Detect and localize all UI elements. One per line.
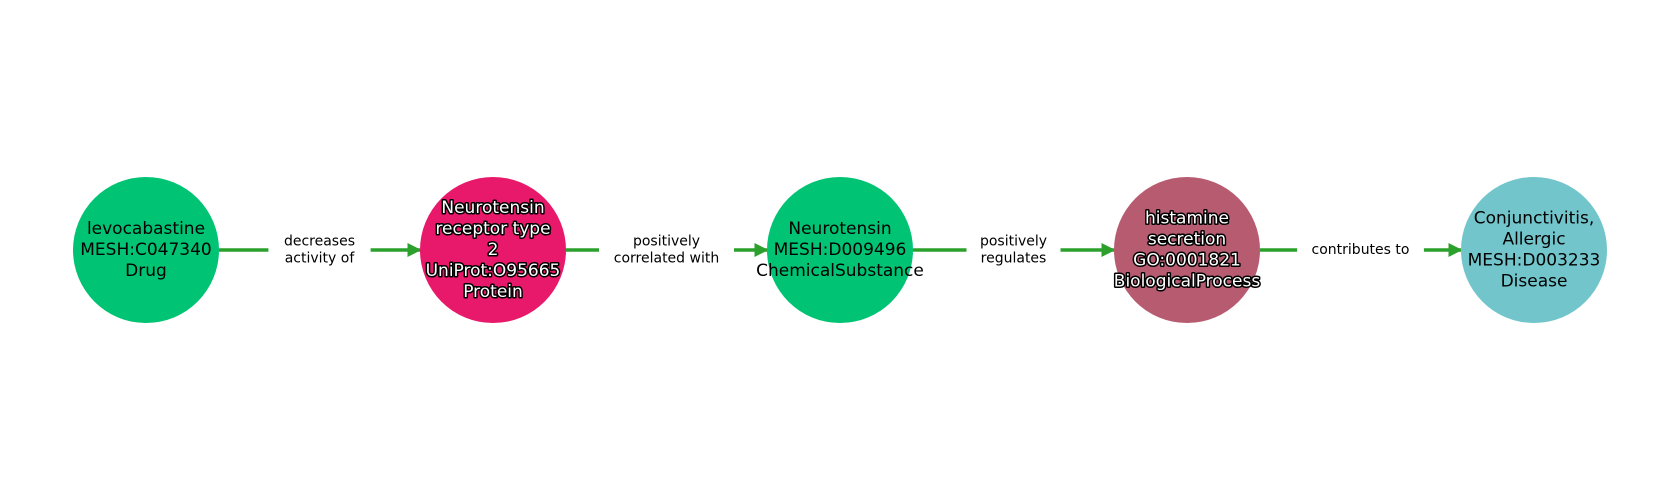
node-label: Disease	[1501, 272, 1568, 292]
node-circle[interactable]	[767, 177, 913, 323]
edge-label: activity of	[285, 251, 356, 267]
node-circle[interactable]	[73, 177, 219, 323]
node-label: Drug	[125, 261, 167, 281]
node-label: receptor type	[435, 219, 550, 239]
node-label: ChemicalSubstance	[756, 261, 924, 281]
node-label: Neurotensin	[441, 198, 544, 218]
node-circle[interactable]	[420, 177, 566, 323]
node-label: histamine	[1145, 209, 1229, 229]
node-label: MESH:D003233	[1468, 251, 1601, 271]
edge-label: positively	[633, 234, 700, 250]
edge-label-background	[1297, 239, 1424, 261]
node[interactable]: histaminesecretionGO:0001821BiologicalPr…	[1112, 177, 1262, 323]
node-label: MESH:C047340	[80, 240, 211, 260]
node-label: Protein	[463, 282, 523, 302]
node-label: UniProt:O95665	[426, 261, 561, 281]
edge: contributes to	[1260, 239, 1463, 261]
node-circle[interactable]	[1461, 177, 1607, 323]
edge-label: decreases	[284, 234, 355, 250]
node-label: Allergic	[1502, 230, 1565, 250]
edge-label-background	[599, 231, 734, 269]
node-circle[interactable]	[1114, 177, 1260, 323]
edge-label: positively	[980, 234, 1047, 250]
node-label: Conjunctivitis,	[1474, 209, 1595, 229]
edge-label: contributes to	[1312, 242, 1410, 258]
node-label: levocabastine	[87, 219, 205, 239]
edge-label-background	[268, 231, 371, 269]
edge-label: regulates	[981, 251, 1047, 267]
node[interactable]: Conjunctivitis,AllergicMESH:D003233Disea…	[1461, 177, 1607, 323]
node-label: 2	[488, 240, 499, 260]
node-label: secretion	[1148, 230, 1226, 250]
node-label: MESH:D009496	[774, 240, 907, 260]
edge-label-background	[966, 231, 1061, 269]
node-label: GO:0001821	[1133, 251, 1241, 271]
node-label: BiologicalProcess	[1114, 272, 1261, 292]
node-label: Neurotensin	[788, 219, 891, 239]
edge-label: correlated with	[614, 251, 719, 267]
